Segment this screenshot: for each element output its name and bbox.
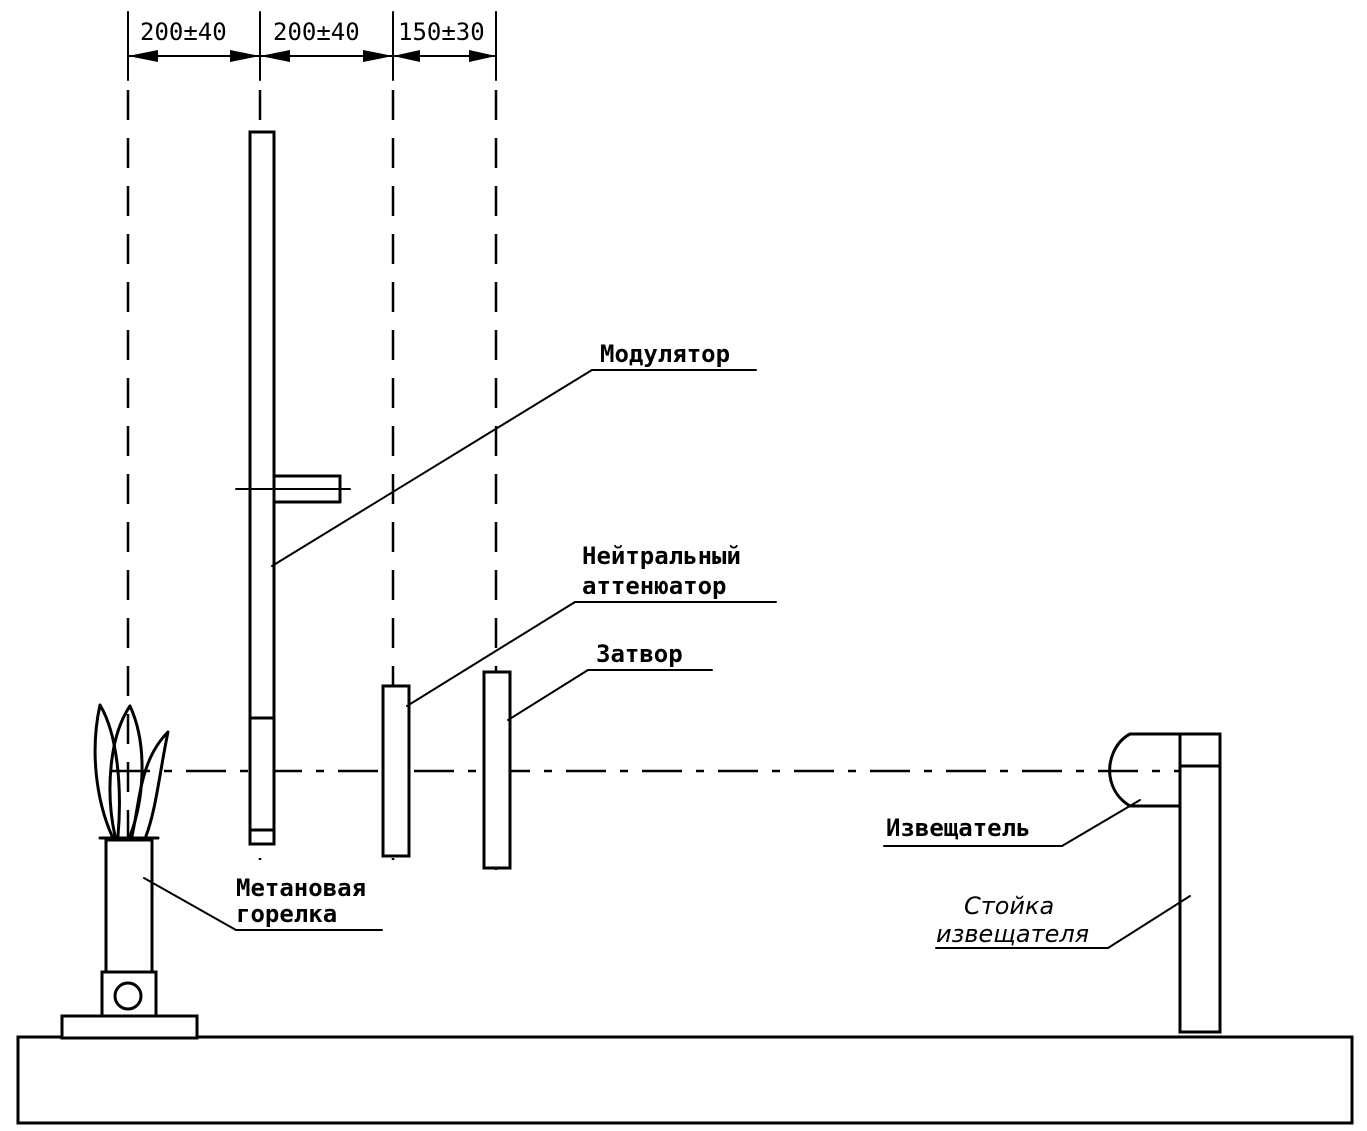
base-plate <box>16 1035 1354 1125</box>
shutter <box>482 670 512 870</box>
dim-label-2: 200±40 <box>273 18 360 46</box>
dim-label-3: 150±30 <box>398 18 485 46</box>
modulator <box>235 130 351 846</box>
dim-arrow-icon <box>260 50 290 62</box>
methane-burner <box>60 703 199 1040</box>
labels: Модулятор Нейтральный аттенюатор Затвор … <box>236 340 1089 948</box>
dim-arrow-icon <box>128 50 158 62</box>
leader-lines <box>143 369 1191 949</box>
dim-arrow-icon <box>393 50 420 62</box>
detector-stand <box>1178 732 1222 1034</box>
flame-icon <box>93 703 170 838</box>
burner-tube <box>104 838 154 974</box>
label-modulator: Модулятор <box>600 340 730 368</box>
dim-arrow-icon <box>230 50 260 62</box>
label-detector: Извещатель <box>886 814 1031 842</box>
detector-assembly <box>1108 732 1222 1034</box>
detector-head <box>1108 732 1182 808</box>
valve-knob-icon <box>113 981 143 1011</box>
label-burner-line2: горелка <box>236 900 337 928</box>
dim-label-1: 200±40 <box>140 18 227 46</box>
dimension-lines: 200±40 200±40 150±30 <box>127 11 497 81</box>
label-stand-line2: извещателя <box>936 920 1089 948</box>
neutral-attenuator <box>381 684 411 858</box>
dim-arrow-icon <box>363 50 393 62</box>
label-attenuator-line2: аттенюатор <box>582 572 727 600</box>
label-attenuator-line1: Нейтральный <box>582 542 741 570</box>
burner-foot <box>60 1014 199 1040</box>
label-stand-line1: Стойка <box>964 892 1054 920</box>
label-shutter: Затвор <box>596 640 683 668</box>
dim-arrow-icon <box>469 50 496 62</box>
label-burner-line1: Метановая <box>236 874 366 902</box>
